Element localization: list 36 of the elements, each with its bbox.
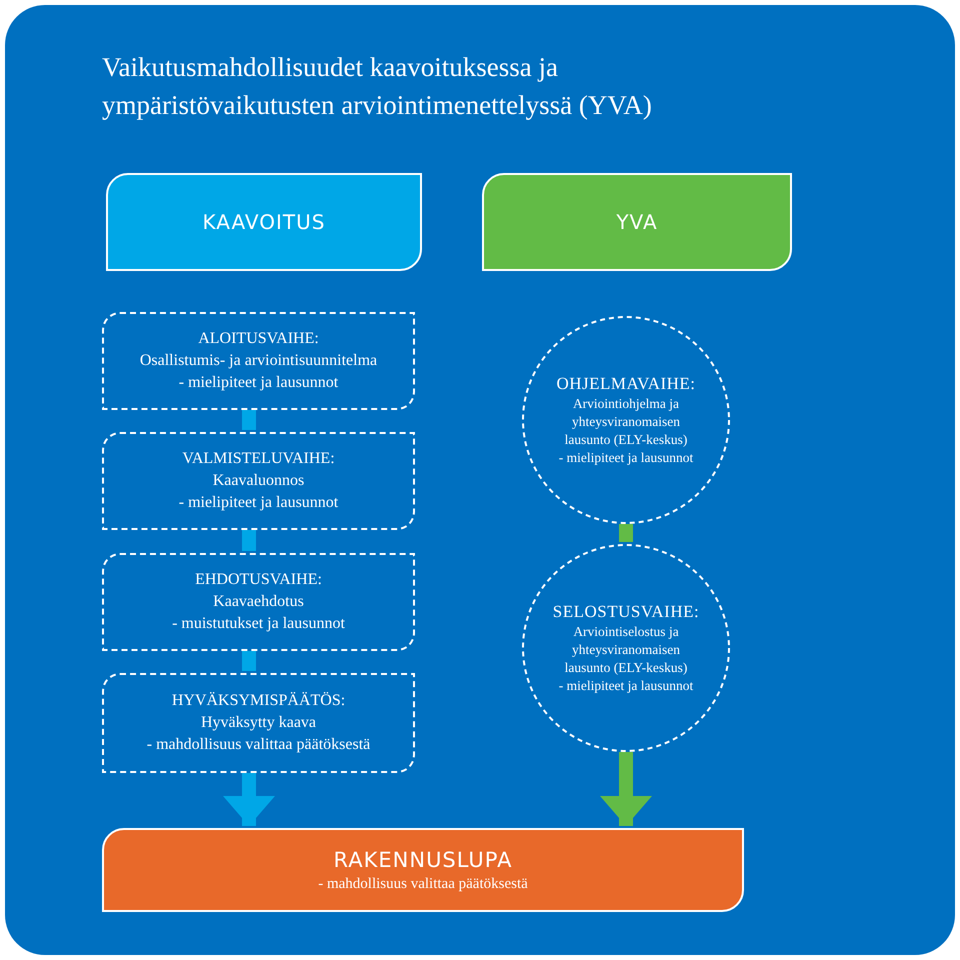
note: - mielipiteet ja lausunnot xyxy=(558,449,694,467)
stage-box xyxy=(102,553,415,651)
heading: HYVÄKSYMISPÄÄTÖS: xyxy=(172,691,346,711)
note: - mielipiteet ja lausunnot xyxy=(558,677,694,695)
heading: RAKENNUSLUPA xyxy=(334,848,512,872)
heading: KAAVOITUS xyxy=(202,210,326,234)
note: - mielipiteet ja lausunnot xyxy=(178,373,338,393)
header-box xyxy=(482,173,792,271)
stage-box xyxy=(102,312,415,410)
description: - mahdollisuus valittaa päätöksestä xyxy=(318,876,528,892)
heading: OHJELMAVAIHE: xyxy=(556,373,696,395)
arrow xyxy=(223,773,275,826)
heading: ALOITUSVAIHE: xyxy=(198,329,319,349)
heading: EHDOTUSVAIHE: xyxy=(195,570,322,590)
note: - mielipiteet ja lausunnot xyxy=(178,493,338,513)
description: Kaavaehdotus xyxy=(213,592,304,612)
heading: YVA xyxy=(616,210,658,234)
note: - muistutukset ja lausunnot xyxy=(172,614,345,634)
header-box xyxy=(106,173,422,271)
description: Kaavaluonnos xyxy=(212,471,304,491)
result-box xyxy=(102,828,744,912)
connector-bar xyxy=(619,524,633,542)
heading: VALMISTELUVAIHE: xyxy=(182,449,335,469)
description: Hyväksytty kaava xyxy=(200,713,316,733)
title: Vaikutusmahdollisuudet kaavoituksessa ja ympäristövaikutusten arviointimenettelyssä (YVA) xyxy=(102,51,653,122)
connector-bar xyxy=(242,651,256,671)
stage-box xyxy=(102,673,415,773)
connector-bar xyxy=(242,410,256,430)
description: Osallistumis- ja arviointisuunnitelma xyxy=(140,351,378,371)
arrow xyxy=(600,752,652,826)
connector-bar xyxy=(242,530,256,551)
note: - mahdollisuus valittaa päätöksestä xyxy=(146,735,370,755)
description: Arviointiselostus ja yhteysviranomaisen lausunto (ELY-keskus) xyxy=(564,623,688,677)
description: Arviointiohjelma ja yhteysviranomaisen lausunto (ELY-keskus) xyxy=(564,395,688,449)
stage-box xyxy=(102,432,415,530)
heading: SELOSTUSVAIHE: xyxy=(552,601,700,623)
